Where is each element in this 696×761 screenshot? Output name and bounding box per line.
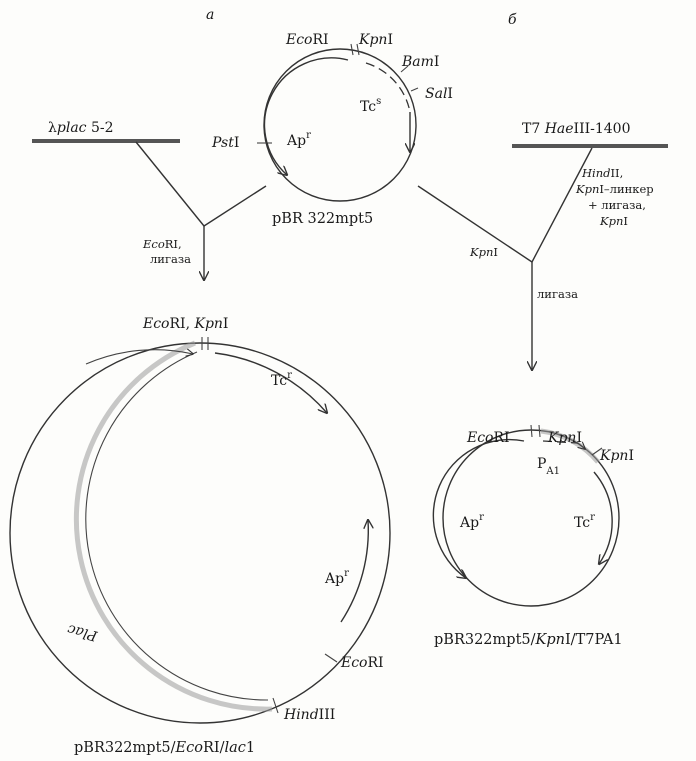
right-step-kpni: KpnI xyxy=(469,245,498,259)
t7-promoter-pa1: PA1 xyxy=(537,456,560,477)
vector-circle xyxy=(263,48,417,202)
t7-pa1-arrow xyxy=(578,443,585,449)
right-step-ligase-plus: + лигаза, xyxy=(588,198,646,212)
product-lac-plasmid: EcoRI, KpnI Tcr Apr Plac EcoRI HindIII p… xyxy=(9,316,391,756)
vector-name: pBR 322mpt5 xyxy=(272,211,373,227)
t7-gene-ap: Apr xyxy=(459,512,484,531)
lac-name: pBR322mpt5/EcoRI/lac1 xyxy=(74,740,255,756)
vector-ap-arrow xyxy=(263,57,349,175)
right-step-hindii: HindII, xyxy=(581,166,623,180)
fragment-t7-label: T7 HaeIII-1400 xyxy=(522,121,631,137)
lac-upper-arrow xyxy=(85,350,193,365)
lac-gene-tc: Tcr xyxy=(271,370,292,389)
t7-tc-arrow xyxy=(593,471,613,564)
t7-name: pBR322mpt5/KpnI/T7PA1 xyxy=(434,632,623,648)
vector-site-psti: PstI xyxy=(211,135,239,151)
left-step-enzyme: EcoRI, xyxy=(142,237,182,251)
vector-site-bami: BamI xyxy=(401,54,439,70)
vector-site-ecori: EcoRI xyxy=(285,32,329,48)
lac-insert-inner-line xyxy=(85,351,269,701)
left-step-ligase: лигаза xyxy=(150,252,191,266)
lac-ap-arrow xyxy=(340,520,368,623)
right-arm-line xyxy=(531,147,593,263)
t7-kpni-tick xyxy=(538,424,541,438)
right-step-kpni2: KpnI xyxy=(599,214,628,228)
lac-site-top: EcoRI, KpnI xyxy=(142,316,228,332)
vector-gene-ap: Apr xyxy=(286,130,311,149)
lac-insert-band xyxy=(73,340,273,712)
t7-pa1-dashed xyxy=(542,440,579,444)
lac-site-ecori: EcoRI xyxy=(340,655,384,671)
lac-site-hindiii: HindIII xyxy=(283,707,335,723)
vector-bami-tick xyxy=(400,65,409,73)
lac-hindiii-tick xyxy=(272,697,279,714)
t7-site-kpni: KpnI xyxy=(547,430,582,446)
vector-plasmid: EcoRI KpnI BamI SalI PstI Apr Tcs pBR 32… xyxy=(211,32,453,227)
vector-kpni-tick xyxy=(356,43,360,56)
right-step-linker: KpnI–линкер xyxy=(575,182,654,196)
lac-gene-ap: Apr xyxy=(324,568,349,587)
vector-gene-tc: Tcs xyxy=(360,96,381,115)
panel-label-b: б xyxy=(508,12,517,28)
lac-tc-arrow xyxy=(214,352,327,413)
t7-gene-tc: Tcr xyxy=(574,512,595,531)
fragment-lplac-label: λplac 5-2 xyxy=(48,120,114,136)
vector-ecori-tick xyxy=(350,43,354,56)
t7-ap-arrow xyxy=(432,438,525,578)
t7-insert-band xyxy=(540,428,600,464)
vector-site-sali: SalI xyxy=(425,86,453,102)
lac-ecori-tick xyxy=(324,653,338,663)
t7-site-kpni2: KpnI xyxy=(599,448,634,464)
vector-to-right-line xyxy=(417,185,533,263)
vector-sali-tick xyxy=(410,87,419,92)
lac-promoter-label: Plac xyxy=(66,621,100,644)
vector-site-kpni: KpnI xyxy=(358,32,393,48)
t7-site-ecori: EcoRI xyxy=(466,430,510,446)
t7-kpni2-tick xyxy=(591,447,603,456)
panel-label-a: а xyxy=(206,7,214,23)
right-step-ligase: лигаза xyxy=(537,287,578,301)
left-arm-line xyxy=(135,141,205,227)
vector-to-left-line xyxy=(203,185,267,227)
product-t7-plasmid: EcoRI KpnI KpnI PA1 Apr Tcr pBR322mpt5/K… xyxy=(432,424,634,648)
t7-ecori-tick xyxy=(530,424,533,438)
vector-tc-dashed xyxy=(365,62,411,113)
lac-circle xyxy=(9,342,391,724)
